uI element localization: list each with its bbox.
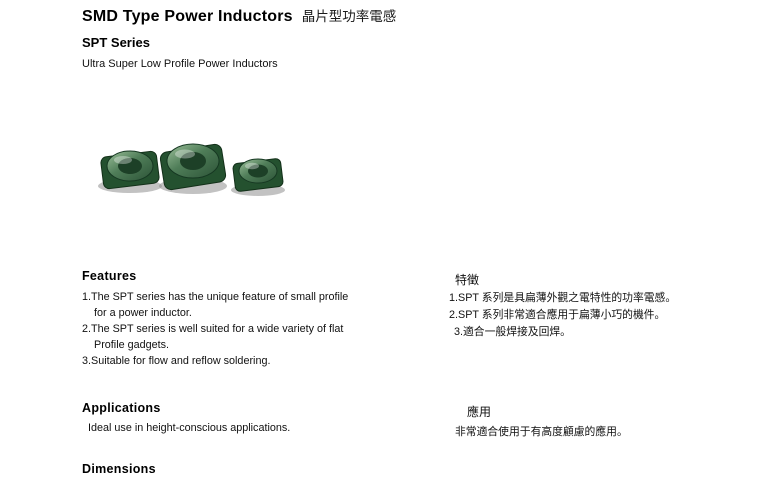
applications-text-en: Ideal use in height-conscious applicatio… [88, 422, 291, 434]
features-heading-zh: 特徵 [455, 273, 480, 287]
dimensions-heading: Dimensions [82, 462, 156, 476]
feature-zh-line: 2.SPT 系列非常適合應用于扁薄小巧的機件。 [449, 309, 666, 321]
applications-heading-zh: 應用 [467, 405, 492, 419]
page-title: SMD Type Power Inductors 晶片型功率電感 [82, 5, 396, 26]
feature-zh-line: 3.適合一般焊接及回焊。 [454, 326, 571, 338]
features-heading-en: Features [82, 269, 137, 283]
features-list-zh: 1.SPT 系列是具扁薄外觀之電特性的功率電感。 2.SPT 系列非常適合應用于… [449, 290, 739, 341]
series-subtitle: Ultra Super Low Profile Power Inductors [82, 58, 278, 70]
feature-en-line: 3.Suitable for flow and reflow soldering… [82, 355, 271, 367]
feature-en-line: 2.The SPT series is well suited for a wi… [82, 323, 344, 335]
feature-en-line: Profile gadgets. [94, 339, 170, 351]
title-english: SMD Type Power Inductors [82, 8, 293, 25]
inductor-right [231, 158, 285, 196]
features-list-en: 1.The SPT series has the unique feature … [82, 289, 412, 369]
feature-en-line: for a power inductor. [94, 307, 192, 319]
series-name: SPT Series [82, 35, 150, 50]
feature-en-line: 1.The SPT series has the unique feature … [82, 291, 349, 303]
inductor-middle [159, 143, 227, 194]
applications-heading-en: Applications [82, 401, 161, 415]
feature-zh-line: 1.SPT 系列是具扁薄外觀之電特性的功率電感。 [449, 292, 677, 304]
title-chinese: 晶片型功率電感 [301, 9, 397, 24]
applications-text-zh: 非常適合使用于有高度顧慮的應用。 [455, 426, 628, 438]
inductor-left [98, 150, 162, 193]
product-photo-inductors [98, 143, 285, 196]
